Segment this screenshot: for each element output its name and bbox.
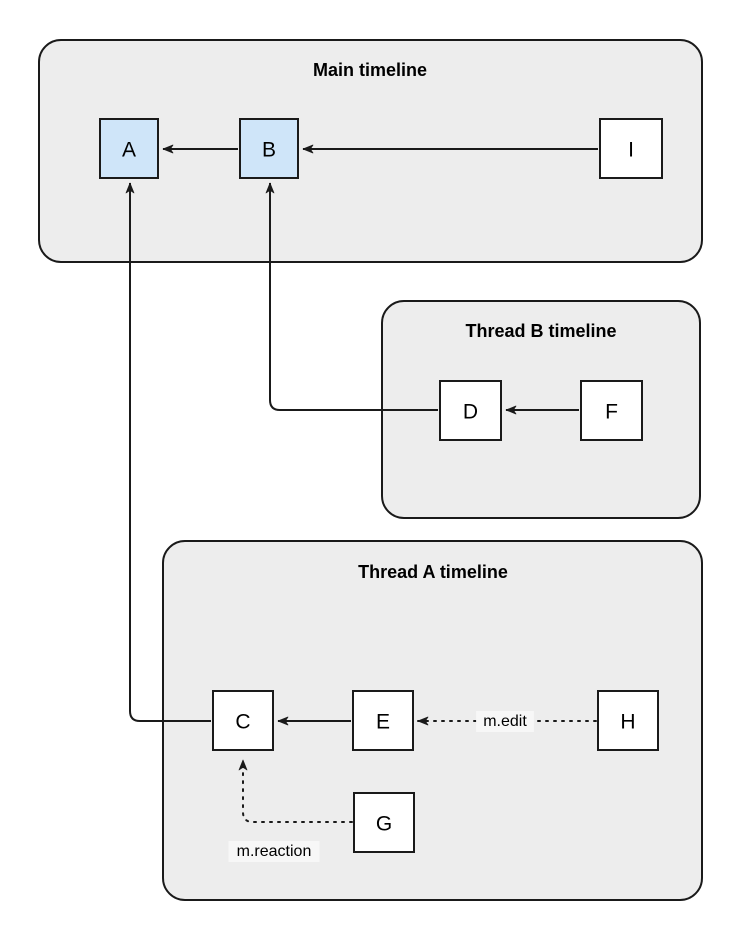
node-box-I[interactable]	[599, 118, 663, 179]
node-label-G: G	[376, 813, 392, 836]
node-F[interactable]: F	[580, 380, 643, 441]
edge-label-text-H-to-E: m.edit	[483, 713, 527, 730]
node-box-A[interactable]	[99, 118, 159, 179]
edge-D-to-B	[265, 182, 438, 411]
node-C[interactable]: C	[212, 690, 274, 751]
edge-label-H-to-E: m.edit	[476, 711, 534, 732]
node-H[interactable]: H	[597, 690, 659, 751]
node-box-E[interactable]	[352, 690, 414, 751]
node-label-H: H	[620, 711, 635, 734]
edge-label-G-to-C: m.reaction	[228, 841, 320, 862]
edge-labels: m.edit m.reaction	[228, 711, 534, 862]
node-I[interactable]: I	[599, 118, 663, 179]
edge-label-bg-H-to-E	[476, 711, 534, 732]
node-box-H[interactable]	[597, 690, 659, 751]
node-label-C: C	[235, 711, 250, 734]
node-label-F: F	[605, 401, 618, 424]
node-A[interactable]: A	[99, 118, 159, 179]
node-box-B[interactable]	[239, 118, 299, 179]
node-label-E: E	[376, 711, 390, 734]
node-G[interactable]: G	[353, 792, 415, 853]
node-box-D[interactable]	[439, 380, 502, 441]
group-title-thread-b: Thread B timeline	[465, 321, 616, 341]
node-D[interactable]: D	[439, 380, 502, 441]
edge-label-text-G-to-C: m.reaction	[237, 843, 312, 860]
event-nodes: A B I D F C E H G	[99, 118, 663, 853]
edge-C-to-A	[125, 182, 211, 722]
node-label-B: B	[262, 139, 276, 162]
node-label-D: D	[463, 401, 478, 424]
group-title-thread-a: Thread A timeline	[358, 562, 508, 582]
node-box-G[interactable]	[353, 792, 415, 853]
node-label-A: A	[122, 139, 136, 162]
edge-label-bg-G-to-C	[228, 841, 320, 862]
node-box-F[interactable]	[580, 380, 643, 441]
group-title-main: Main timeline	[313, 60, 427, 80]
group-main: Main timeline	[38, 39, 703, 263]
node-box-C[interactable]	[212, 690, 274, 751]
node-B[interactable]: B	[239, 118, 299, 179]
node-E[interactable]: E	[352, 690, 414, 751]
group-outline-main	[38, 39, 703, 263]
node-label-I: I	[628, 139, 634, 162]
